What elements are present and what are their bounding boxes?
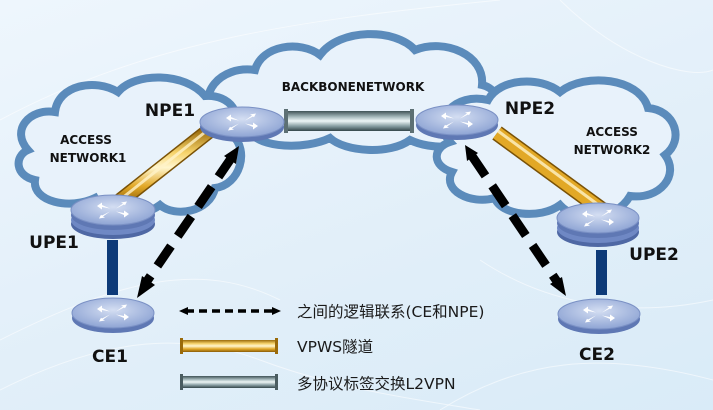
arrowhead-left-icon — [179, 307, 188, 315]
ce1-label: CE1 — [92, 347, 128, 367]
cloud-access-network1 — [14, 73, 245, 218]
router-npe1-icon[interactable] — [199, 106, 285, 142]
vpws-tunnel-right — [492, 126, 610, 219]
arrowhead-down-icon — [550, 277, 566, 296]
legend: 之间的逻辑联系(CE和NPE) VPWS隧道 多协议标签交换L2VPN — [179, 303, 484, 393]
arrowhead-down-icon — [137, 276, 155, 298]
legend-label-logical-link: 之间的逻辑联系(CE和NPE) — [297, 303, 484, 321]
router-ce1-icon[interactable] — [71, 297, 155, 333]
arrowhead-right-icon — [272, 307, 281, 315]
legend-item-vpws: VPWS隧道 — [180, 338, 373, 356]
legend-item-mpls: 多协议标签交换L2VPN — [180, 374, 456, 393]
mpls-l2vpn-tunnel — [284, 109, 414, 133]
gray-tube-icon — [181, 376, 277, 388]
npe1-label: NPE1 — [145, 101, 195, 121]
npe2-label: NPE2 — [505, 99, 555, 119]
legend-item-logical-link: 之间的逻辑联系(CE和NPE) — [179, 303, 484, 321]
access-network1-label-line2: NETWORK1 — [50, 151, 127, 165]
access-network2-label-line1: ACCESS — [586, 125, 638, 139]
router-npe2-icon[interactable] — [415, 104, 499, 140]
gold-tube-icon — [181, 340, 277, 352]
access-network1-label-line1: ACCESS — [60, 133, 112, 147]
access-network2-label-line2: NETWORK2 — [574, 143, 651, 157]
ce2-label: CE2 — [579, 345, 615, 365]
router-ce2-icon[interactable] — [557, 298, 641, 334]
logical-link-npe2-ce2 — [465, 145, 566, 296]
router-upe1-icon[interactable] — [70, 194, 156, 239]
backbone-network-label: BACKBONENETWORK — [282, 80, 425, 94]
access-link-upe2-ce2 — [596, 250, 607, 295]
legend-label-mpls: 多协议标签交换L2VPN — [297, 375, 456, 393]
arrowhead-up-icon — [465, 145, 478, 161]
logical-link-ce1-npe1 — [137, 146, 239, 298]
upe2-label: UPE2 — [629, 245, 679, 265]
vpws-tunnel-left — [110, 123, 215, 212]
access-link-upe1-ce1 — [107, 240, 118, 295]
legend-label-vpws: VPWS隧道 — [297, 338, 373, 356]
arrowhead-up-icon — [224, 146, 239, 164]
cloud-access-network2 — [432, 76, 680, 221]
router-upe2-icon[interactable] — [556, 202, 640, 247]
upe1-label: UPE1 — [29, 233, 79, 253]
